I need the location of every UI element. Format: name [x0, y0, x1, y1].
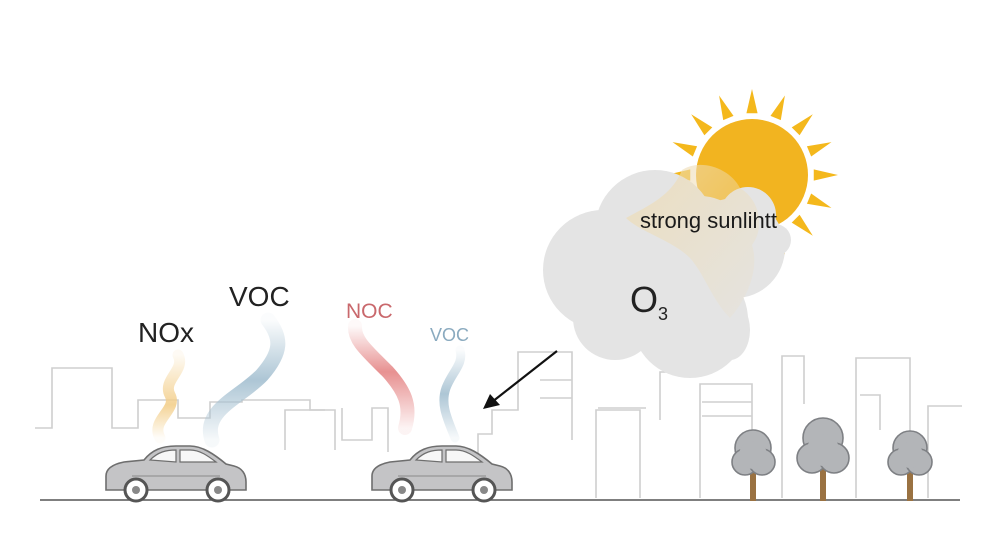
voc-plume-middle — [439, 345, 466, 443]
sun-ray — [806, 193, 832, 208]
ozone-arrow — [483, 350, 558, 409]
label-noc-middle: NOC — [346, 300, 393, 323]
noc-plume-middle — [348, 319, 415, 435]
voc-plume-left — [202, 312, 286, 448]
label-voc-middle: VOC — [430, 325, 469, 345]
tree-1 — [731, 429, 776, 501]
sun-ray — [770, 95, 785, 121]
sun-ray — [791, 114, 813, 136]
label-nox-left: NOx — [138, 317, 194, 348]
sun-ray — [813, 169, 838, 181]
cloud-puff — [759, 224, 791, 256]
car-left — [105, 445, 247, 503]
sun-ray — [672, 142, 698, 157]
exhaust-plumes — [152, 312, 466, 448]
sunlight-haze — [626, 164, 760, 318]
label-ozone: O3 — [630, 279, 668, 324]
label-voc-left: VOC — [229, 281, 290, 312]
sun-ray — [691, 114, 713, 136]
tree-3 — [887, 430, 933, 501]
sun-ray — [806, 142, 832, 157]
label-sunlight: strong sunlihtt — [640, 208, 777, 233]
sun-ray — [719, 95, 734, 121]
sun-ray — [746, 89, 758, 114]
tree-2 — [796, 417, 850, 501]
car-middle — [371, 445, 513, 503]
nox-plume-left — [152, 349, 186, 444]
sun-ray — [791, 214, 813, 236]
